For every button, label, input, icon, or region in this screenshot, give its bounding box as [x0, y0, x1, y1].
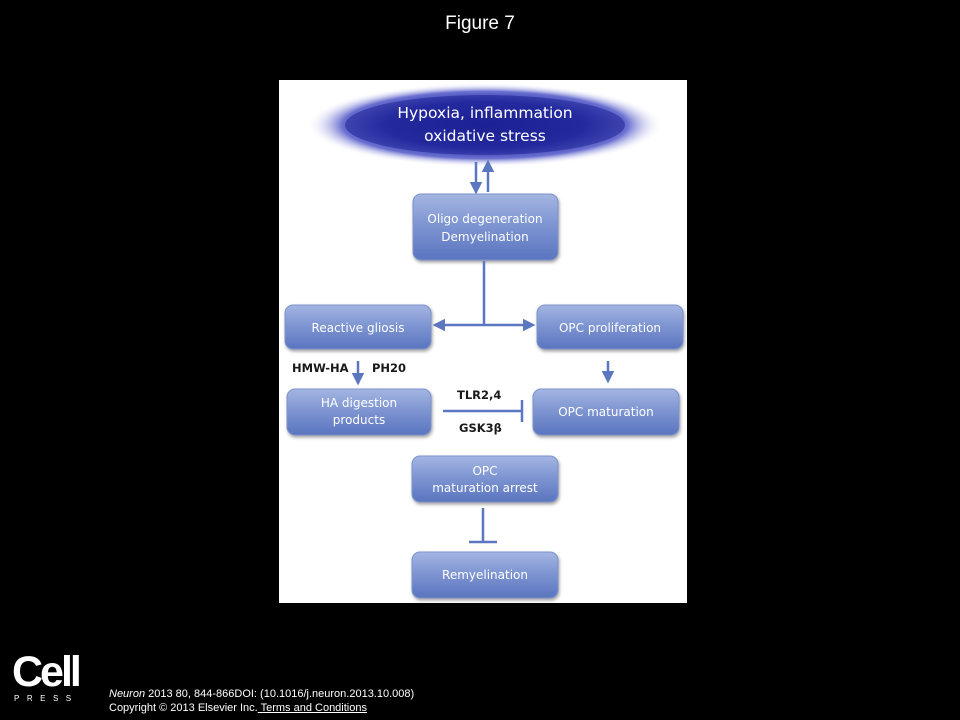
label-tlr: TLR2,4 — [457, 388, 501, 402]
arrest-line1: OPC — [472, 464, 497, 478]
arrest-line2: maturation arrest — [432, 481, 538, 495]
remyelination-label: Remyelination — [442, 568, 528, 582]
oligo-line2: Demyelination — [441, 230, 528, 244]
journal-name: Neuron — [109, 688, 146, 700]
logo-press: PRESS — [14, 694, 79, 703]
label-gsk: GSK3β — [459, 421, 502, 435]
ha-digestion-line2: products — [333, 413, 385, 427]
label-hmw-ha: HMW-HA — [292, 361, 349, 375]
citation-line2: Copyright © 2013 Elsevier Inc. Terms and… — [109, 701, 414, 715]
citation: Neuron 2013 80, 844-866DOI: (10.1016/j.n… — [109, 687, 414, 715]
copyright-text: Copyright © 2013 Elsevier Inc. — [109, 702, 258, 714]
citation-line1: Neuron 2013 80, 844-866DOI: (10.1016/j.n… — [109, 687, 414, 701]
box-reactive-gliosis: Reactive gliosis — [284, 304, 432, 350]
logo-word: Cell — [12, 648, 82, 696]
box-maturation-arrest: OPC maturation arrest — [411, 455, 559, 503]
stress-ellipse: Hypoxia, inflammation oxidative stress — [307, 83, 663, 167]
box-opc-maturation: OPC maturation — [532, 388, 680, 436]
ha-digestion-line1: HA digestion — [321, 396, 397, 410]
citation-ref: 2013 80, 844-866DOI: (10.1016/j.neuron.2… — [145, 688, 415, 700]
figure-panel: Hypoxia, inflammation oxidative stress O… — [279, 80, 687, 603]
box-remyelination: Remyelination — [411, 551, 559, 599]
flow-diagram: Hypoxia, inflammation oxidative stress O… — [284, 83, 684, 599]
terms-link[interactable]: Terms and Conditions — [257, 702, 367, 714]
ellipse-line2: oxidative stress — [424, 127, 546, 145]
box-opc-proliferation: OPC proliferation — [536, 304, 684, 350]
ellipse-line1: Hypoxia, inflammation — [397, 104, 572, 122]
label-ph20: PH20 — [372, 361, 406, 375]
opc-maturation-label: OPC maturation — [558, 405, 654, 419]
slide-title: Figure 7 — [445, 13, 515, 34]
box-oligo-degeneration: Oligo degeneration Demyelination — [412, 193, 559, 261]
opc-proliferation-label: OPC proliferation — [559, 321, 661, 335]
gliosis-label: Reactive gliosis — [312, 321, 405, 335]
box-ha-digestion: HA digestion products — [286, 388, 432, 436]
oligo-line1: Oligo degeneration — [427, 212, 542, 226]
cell-press-logo: Cell PRESS — [12, 650, 82, 710]
